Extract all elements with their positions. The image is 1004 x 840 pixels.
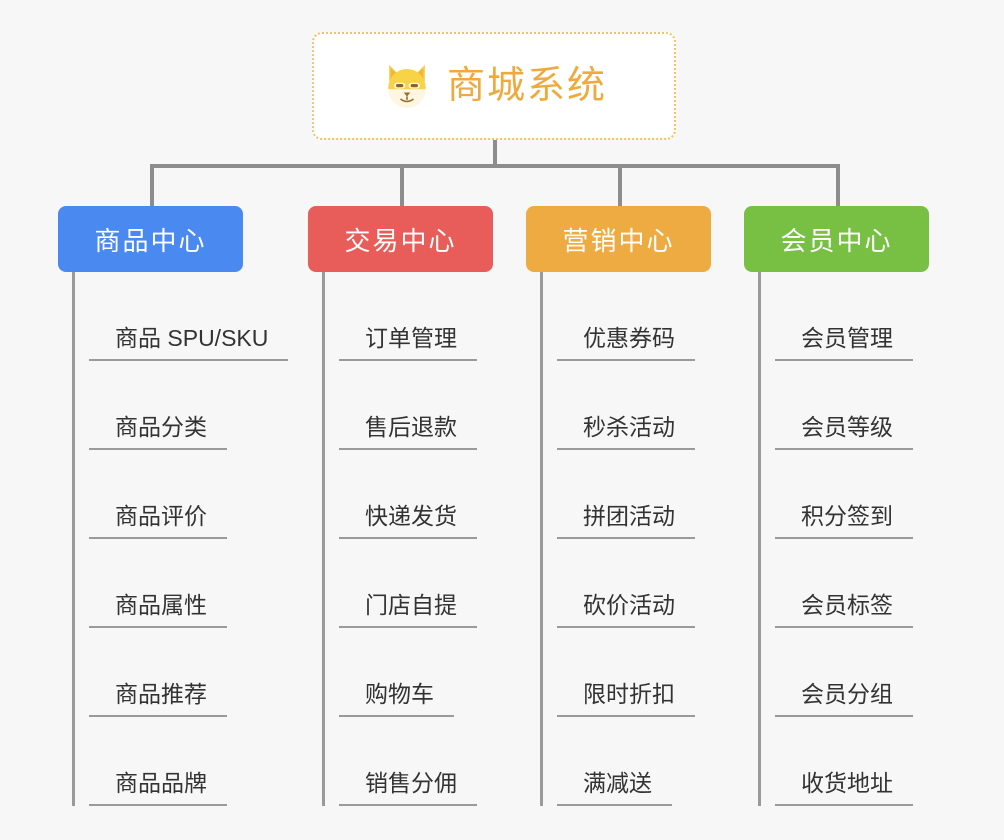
connector-drop-trade-center [400, 164, 404, 208]
leaf-label: 商品分类 [89, 414, 227, 450]
list-item[interactable]: 门店自提 [339, 539, 518, 628]
leaf-label: 商品品牌 [89, 770, 227, 806]
list-item[interactable]: 砍价活动 [557, 539, 736, 628]
category-product-center[interactable]: 商品中心 [58, 206, 243, 272]
leaf-label: 拼团活动 [557, 503, 695, 539]
branch-member-center: 会员中心 会员管理 会员等级 积分签到 会员标签 会员分组 收货地址 [744, 206, 954, 806]
connector-horizontal-bus [150, 164, 840, 168]
leaf-label: 快递发货 [339, 503, 477, 539]
category-marketing-center[interactable]: 营销中心 [526, 206, 711, 272]
list-item[interactable]: 会员等级 [775, 361, 954, 450]
leaf-list-trade-center: 订单管理 售后退款 快递发货 门店自提 购物车 销售分佣 [322, 272, 518, 806]
leaf-label: 限时折扣 [557, 681, 695, 717]
branch-trade-center: 交易中心 订单管理 售后退款 快递发货 门店自提 购物车 销售分佣 [308, 206, 518, 806]
leaf-label: 商品评价 [89, 503, 227, 539]
connector-drop-marketing-center [618, 164, 622, 208]
category-label: 交易中心 [344, 225, 457, 256]
leaf-label: 销售分佣 [339, 770, 477, 806]
connector-drop-member-center [836, 164, 840, 208]
leaf-label: 购物车 [339, 681, 454, 717]
category-label: 会员中心 [780, 225, 893, 256]
list-item[interactable]: 商品 SPU/SKU [89, 272, 289, 361]
leaf-label: 会员管理 [775, 325, 913, 361]
list-item[interactable]: 限时折扣 [557, 628, 736, 717]
leaf-label: 砍价活动 [557, 592, 695, 628]
list-item[interactable]: 满减送 [557, 717, 736, 806]
leaf-label: 售后退款 [339, 414, 477, 450]
root-node[interactable]: 商城系统 [312, 32, 676, 140]
list-item[interactable]: 购物车 [339, 628, 518, 717]
leaf-label: 会员分组 [775, 681, 913, 717]
leaf-label: 订单管理 [339, 325, 477, 361]
list-item[interactable]: 销售分佣 [339, 717, 518, 806]
leaf-label: 秒杀活动 [557, 414, 695, 450]
leaf-label: 会员标签 [775, 592, 913, 628]
list-item[interactable]: 会员分组 [775, 628, 954, 717]
leaf-label: 积分签到 [775, 503, 913, 539]
list-item[interactable]: 商品属性 [89, 539, 288, 628]
connector-drop-product-center [150, 164, 154, 208]
list-item[interactable]: 快递发货 [339, 450, 518, 539]
list-item[interactable]: 商品评价 [89, 450, 288, 539]
category-member-center[interactable]: 会员中心 [744, 206, 929, 272]
list-item[interactable]: 积分签到 [775, 450, 954, 539]
list-item[interactable]: 优惠券码 [557, 272, 736, 361]
list-item[interactable]: 售后退款 [339, 361, 518, 450]
shiba-dog-face-icon [381, 60, 433, 112]
list-item[interactable]: 会员管理 [775, 272, 954, 361]
leaf-label: 商品属性 [89, 592, 227, 628]
leaf-label: 优惠券码 [557, 325, 695, 361]
root-title: 商城系统 [446, 65, 607, 107]
branch-product-center: 商品中心 商品 SPU/SKU 商品分类 商品评价 商品属性 商品推荐 商品品牌 [58, 206, 289, 806]
leaf-list-member-center: 会员管理 会员等级 积分签到 会员标签 会员分组 收货地址 [758, 272, 954, 806]
leaf-label: 收货地址 [775, 770, 913, 806]
category-trade-center[interactable]: 交易中心 [308, 206, 493, 272]
leaf-label: 商品 SPU/SKU [89, 325, 289, 361]
list-item[interactable]: 商品分类 [89, 361, 288, 450]
category-label: 商品中心 [94, 225, 207, 256]
connector-root-stem [493, 140, 497, 168]
list-item[interactable]: 商品推荐 [89, 628, 288, 717]
category-label: 营销中心 [562, 225, 675, 256]
leaf-label: 满减送 [557, 770, 672, 806]
list-item[interactable]: 会员标签 [775, 539, 954, 628]
list-item[interactable]: 商品品牌 [89, 717, 288, 806]
branch-marketing-center: 营销中心 优惠券码 秒杀活动 拼团活动 砍价活动 限时折扣 满减送 [526, 206, 736, 806]
leaf-label: 门店自提 [339, 592, 477, 628]
list-item[interactable]: 秒杀活动 [557, 361, 736, 450]
list-item[interactable]: 订单管理 [339, 272, 518, 361]
leaf-list-product-center: 商品 SPU/SKU 商品分类 商品评价 商品属性 商品推荐 商品品牌 [72, 272, 289, 806]
leaf-label: 商品推荐 [89, 681, 227, 717]
leaf-list-marketing-center: 优惠券码 秒杀活动 拼团活动 砍价活动 限时折扣 满减送 [540, 272, 736, 806]
leaf-label: 会员等级 [775, 414, 913, 450]
list-item[interactable]: 拼团活动 [557, 450, 736, 539]
list-item[interactable]: 收货地址 [775, 717, 954, 806]
